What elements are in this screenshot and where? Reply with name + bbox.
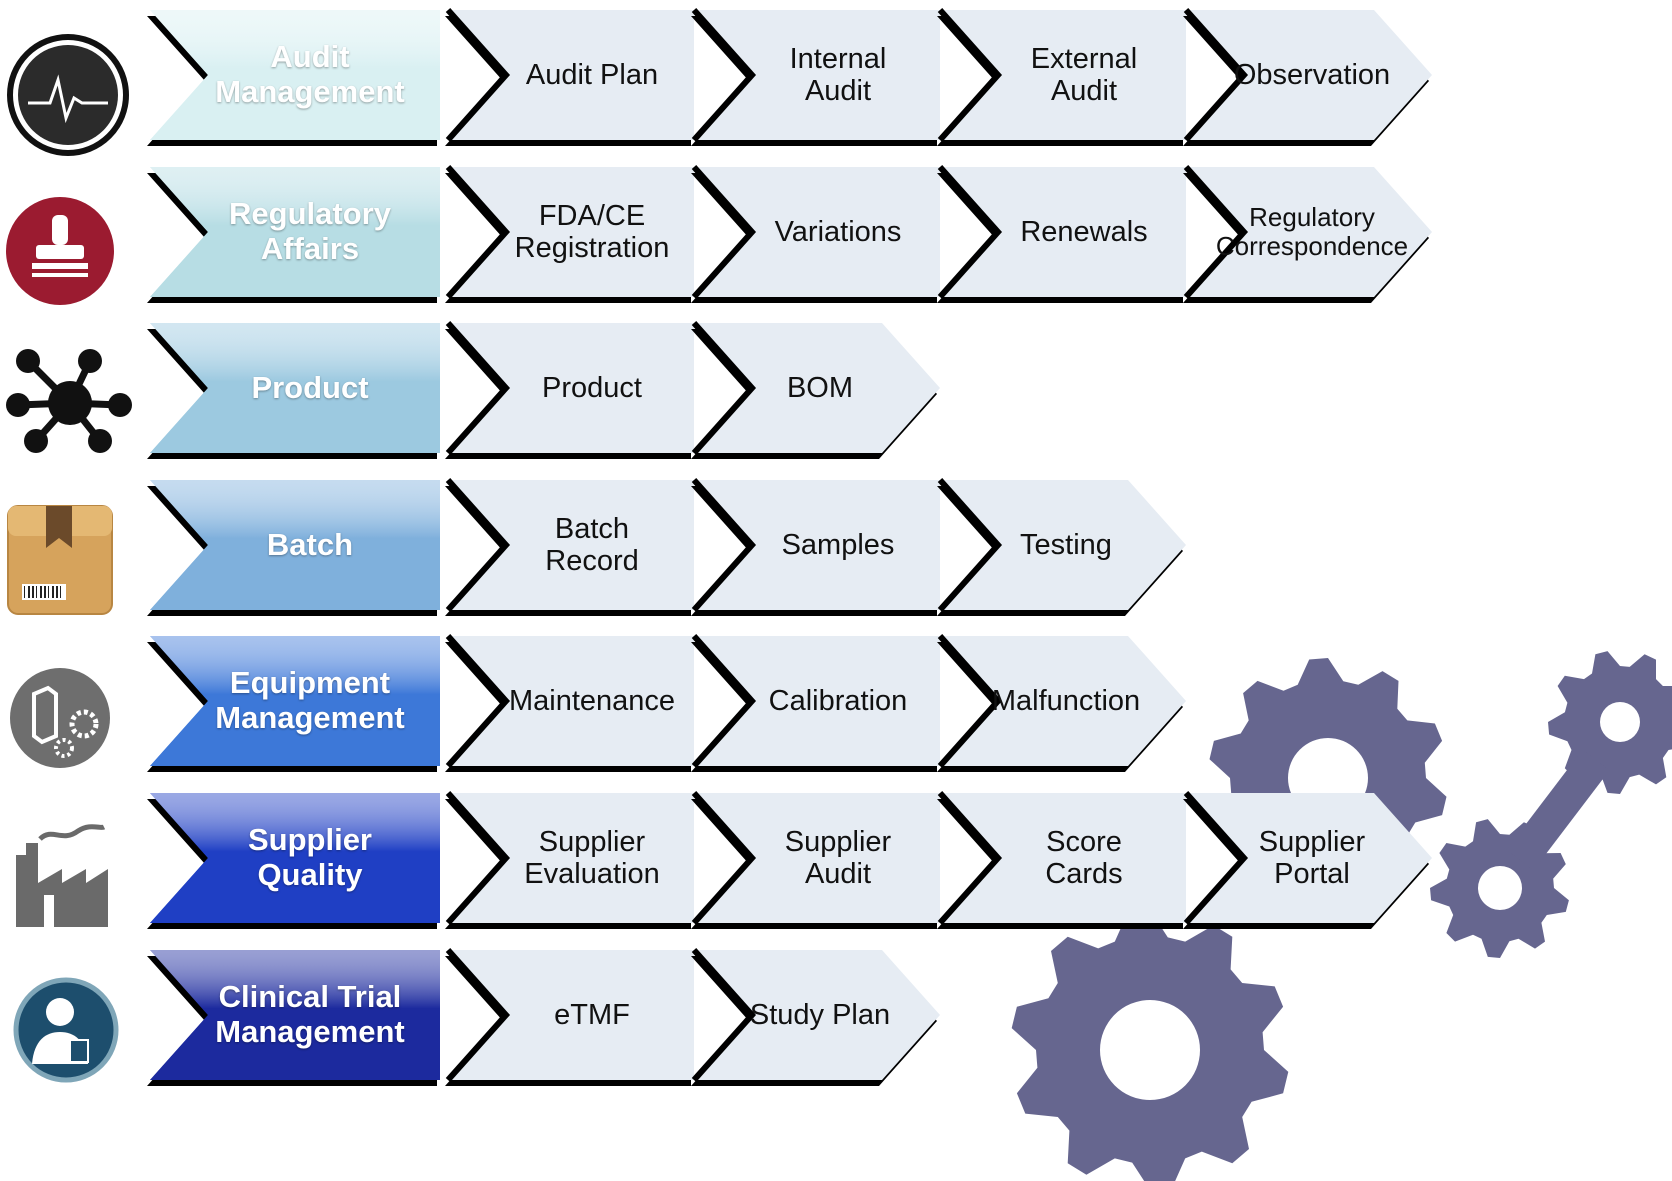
category-label: Supplier Quality bbox=[247, 822, 372, 892]
category-label: Batch bbox=[266, 526, 354, 562]
step-chevron[interactable]: Maintenance bbox=[445, 634, 694, 772]
step-chevron[interactable]: Batch Record bbox=[445, 478, 694, 616]
step-label: Calibration bbox=[768, 684, 908, 717]
step-chevron[interactable]: FDA/CE Registration bbox=[445, 165, 694, 303]
process-row: Batch Batch Record Samples Testing bbox=[0, 470, 1672, 626]
category-chevron[interactable]: Batch bbox=[147, 480, 440, 616]
step-label: Malfunction bbox=[991, 684, 1141, 717]
step-chevron[interactable]: Supplier Portal bbox=[1183, 791, 1432, 929]
process-row: Audit Management Audit Plan Internal Audit… bbox=[0, 0, 1672, 156]
step-label: Audit Plan bbox=[525, 58, 659, 91]
step-chevron[interactable]: Testing bbox=[937, 478, 1186, 616]
step-label: Score Cards bbox=[1045, 825, 1123, 890]
equipment-gears-icon bbox=[0, 626, 140, 782]
step-chevron[interactable]: eTMF bbox=[445, 948, 694, 1086]
step-chevron[interactable]: Malfunction bbox=[937, 634, 1186, 772]
step-label: External Audit bbox=[1030, 42, 1138, 107]
category-chevron[interactable]: Clinical Trial Management bbox=[147, 950, 440, 1086]
step-label: eTMF bbox=[554, 998, 630, 1031]
step-label: Regulatory Correspondence bbox=[1215, 201, 1409, 261]
category-chevron[interactable]: Regulatory Affairs bbox=[147, 167, 440, 303]
step-label: Product bbox=[542, 371, 642, 404]
step-label: FDA/CE Registration bbox=[514, 199, 670, 264]
process-row: Product Product BOM bbox=[0, 313, 1672, 469]
category-chevron[interactable]: Supplier Quality bbox=[147, 793, 440, 929]
step-label: Supplier Portal bbox=[1258, 825, 1366, 890]
step-chevron[interactable]: Study Plan bbox=[691, 948, 940, 1086]
step-chevron[interactable]: External Audit bbox=[937, 8, 1186, 146]
step-chevron[interactable]: Product bbox=[445, 321, 694, 459]
step-chevron[interactable]: Observation bbox=[1183, 8, 1432, 146]
step-label: Samples bbox=[781, 528, 895, 561]
process-row: Supplier Quality Supplier Evaluation Suppl… bbox=[0, 783, 1672, 939]
step-label: BOM bbox=[786, 371, 854, 404]
package-box-icon bbox=[0, 470, 140, 626]
category-chevron[interactable]: Product bbox=[147, 323, 440, 459]
step-chevron[interactable]: Calibration bbox=[691, 634, 940, 772]
network-nodes-icon bbox=[0, 313, 140, 469]
step-label: Observation bbox=[1233, 58, 1391, 91]
step-label: Batch Record bbox=[545, 512, 639, 577]
process-row: Clinical Trial Management eTMF Study Plan bbox=[0, 940, 1672, 1096]
process-row: Equipment Management Maintenance Calibrati… bbox=[0, 626, 1672, 782]
category-chevron[interactable]: Audit Management bbox=[147, 10, 440, 146]
category-label: Clinical Trial Management bbox=[215, 979, 405, 1049]
factory-icon bbox=[0, 783, 140, 939]
step-label: Maintenance bbox=[508, 684, 676, 717]
step-label: Supplier Evaluation bbox=[524, 825, 660, 890]
step-label: Testing bbox=[1020, 528, 1112, 561]
step-chevron[interactable]: Supplier Evaluation bbox=[445, 791, 694, 929]
step-chevron[interactable]: Supplier Audit bbox=[691, 791, 940, 929]
step-chevron[interactable]: BOM bbox=[691, 321, 940, 459]
category-label: Audit Management bbox=[215, 39, 405, 109]
step-label: Study Plan bbox=[749, 998, 891, 1031]
step-chevron[interactable]: Score Cards bbox=[937, 791, 1186, 929]
process-row: Regulatory Affairs FDA/CE Registration Var… bbox=[0, 157, 1672, 313]
step-chevron[interactable]: Audit Plan bbox=[445, 8, 694, 146]
rubber-stamp-icon bbox=[0, 157, 140, 313]
step-label: Internal Audit bbox=[789, 42, 887, 107]
clinician-icon bbox=[0, 940, 140, 1096]
step-label: Renewals bbox=[1020, 215, 1148, 248]
step-label: Supplier Audit bbox=[784, 825, 892, 890]
step-chevron[interactable]: Samples bbox=[691, 478, 940, 616]
category-label: Regulatory Affairs bbox=[229, 196, 391, 266]
step-chevron[interactable]: Variations bbox=[691, 165, 940, 303]
heartbeat-monitor-icon bbox=[0, 0, 140, 156]
step-chevron[interactable]: Internal Audit bbox=[691, 8, 940, 146]
category-label: Product bbox=[251, 369, 369, 405]
step-chevron[interactable]: Regulatory Correspondence bbox=[1183, 165, 1432, 303]
step-label: Variations bbox=[774, 215, 902, 248]
category-chevron[interactable]: Equipment Management bbox=[147, 636, 440, 772]
step-chevron[interactable]: Renewals bbox=[937, 165, 1186, 303]
category-label: Equipment Management bbox=[215, 665, 405, 735]
